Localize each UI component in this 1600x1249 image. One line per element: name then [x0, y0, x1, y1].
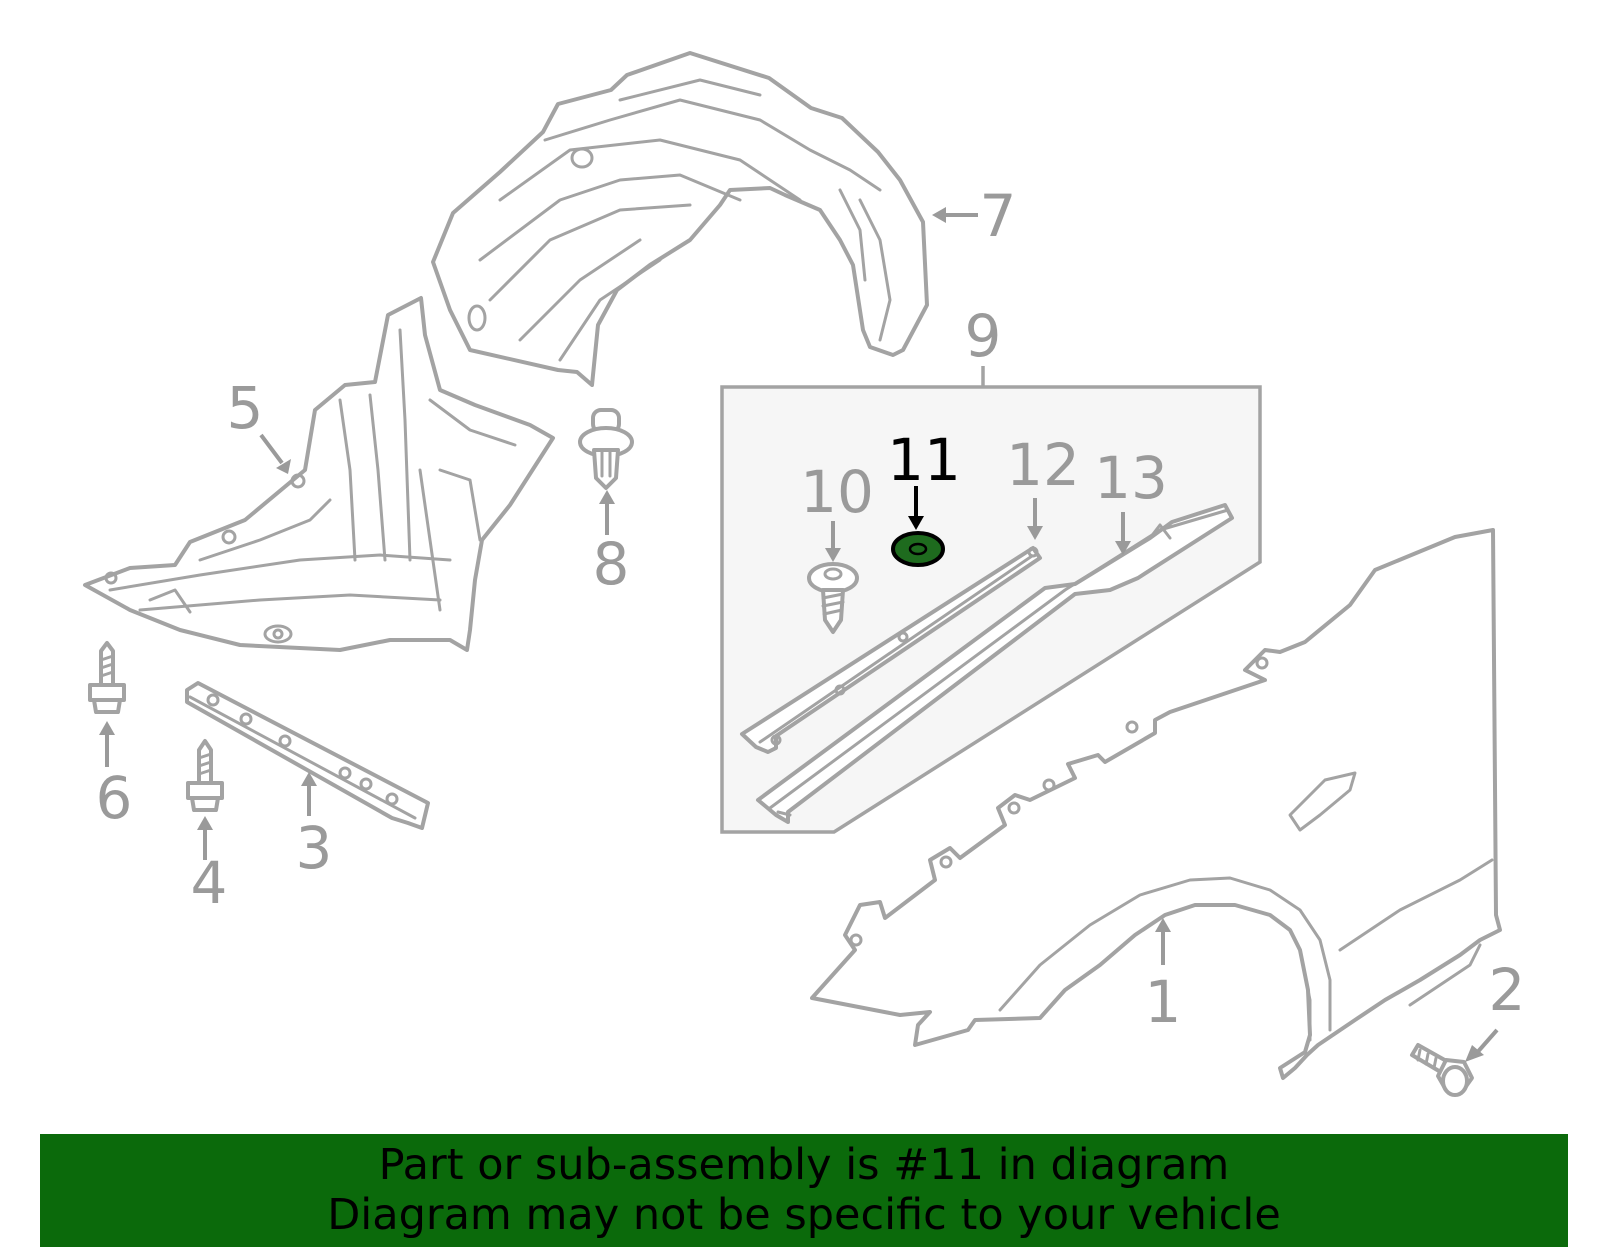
- part-4-bolt: [186, 739, 224, 812]
- callout-8: 8: [593, 530, 630, 598]
- info-banner: Part or sub-assembly is #11 in diagram D…: [40, 1134, 1568, 1247]
- part-11-grommet: [891, 531, 945, 567]
- callout-9: 9: [965, 302, 1002, 370]
- part-10-screw: [807, 562, 859, 634]
- part-2-bolt: [1410, 1043, 1474, 1097]
- banner-line-part: Part or sub-assembly is #11 in diagram: [378, 1140, 1230, 1190]
- callout-1: 1: [1145, 968, 1182, 1036]
- callout-arrows: [99, 207, 1499, 1062]
- part-9-kit-box: [720, 366, 1262, 834]
- callout-12: 12: [1006, 431, 1080, 499]
- callout-10: 10: [800, 458, 874, 526]
- part-5-splash-shield: [83, 296, 555, 652]
- callout-4: 4: [191, 849, 228, 917]
- banner-line-disclaimer: Diagram may not be specific to your vehi…: [327, 1190, 1281, 1240]
- callout-3: 3: [296, 814, 333, 882]
- part-7-fender-liner: [431, 51, 929, 387]
- part-8-push-clip: [578, 408, 634, 490]
- callout-5: 5: [227, 374, 264, 442]
- callout-7: 7: [980, 182, 1017, 250]
- callout-6: 6: [96, 764, 133, 832]
- callout-13: 13: [1094, 444, 1168, 512]
- callout-11: 11: [887, 426, 961, 494]
- part-13-seal-strip: [756, 503, 1234, 824]
- callout-labels: 1 2 3 4 5 6 7 8 9 10 11 12 13: [96, 182, 1526, 1036]
- part-3-bracket: [185, 681, 430, 830]
- part-12-seal-strip: [740, 546, 1042, 754]
- part-6-bolt: [88, 641, 126, 714]
- part-1-fender: [810, 528, 1502, 1080]
- callout-2: 2: [1489, 956, 1526, 1024]
